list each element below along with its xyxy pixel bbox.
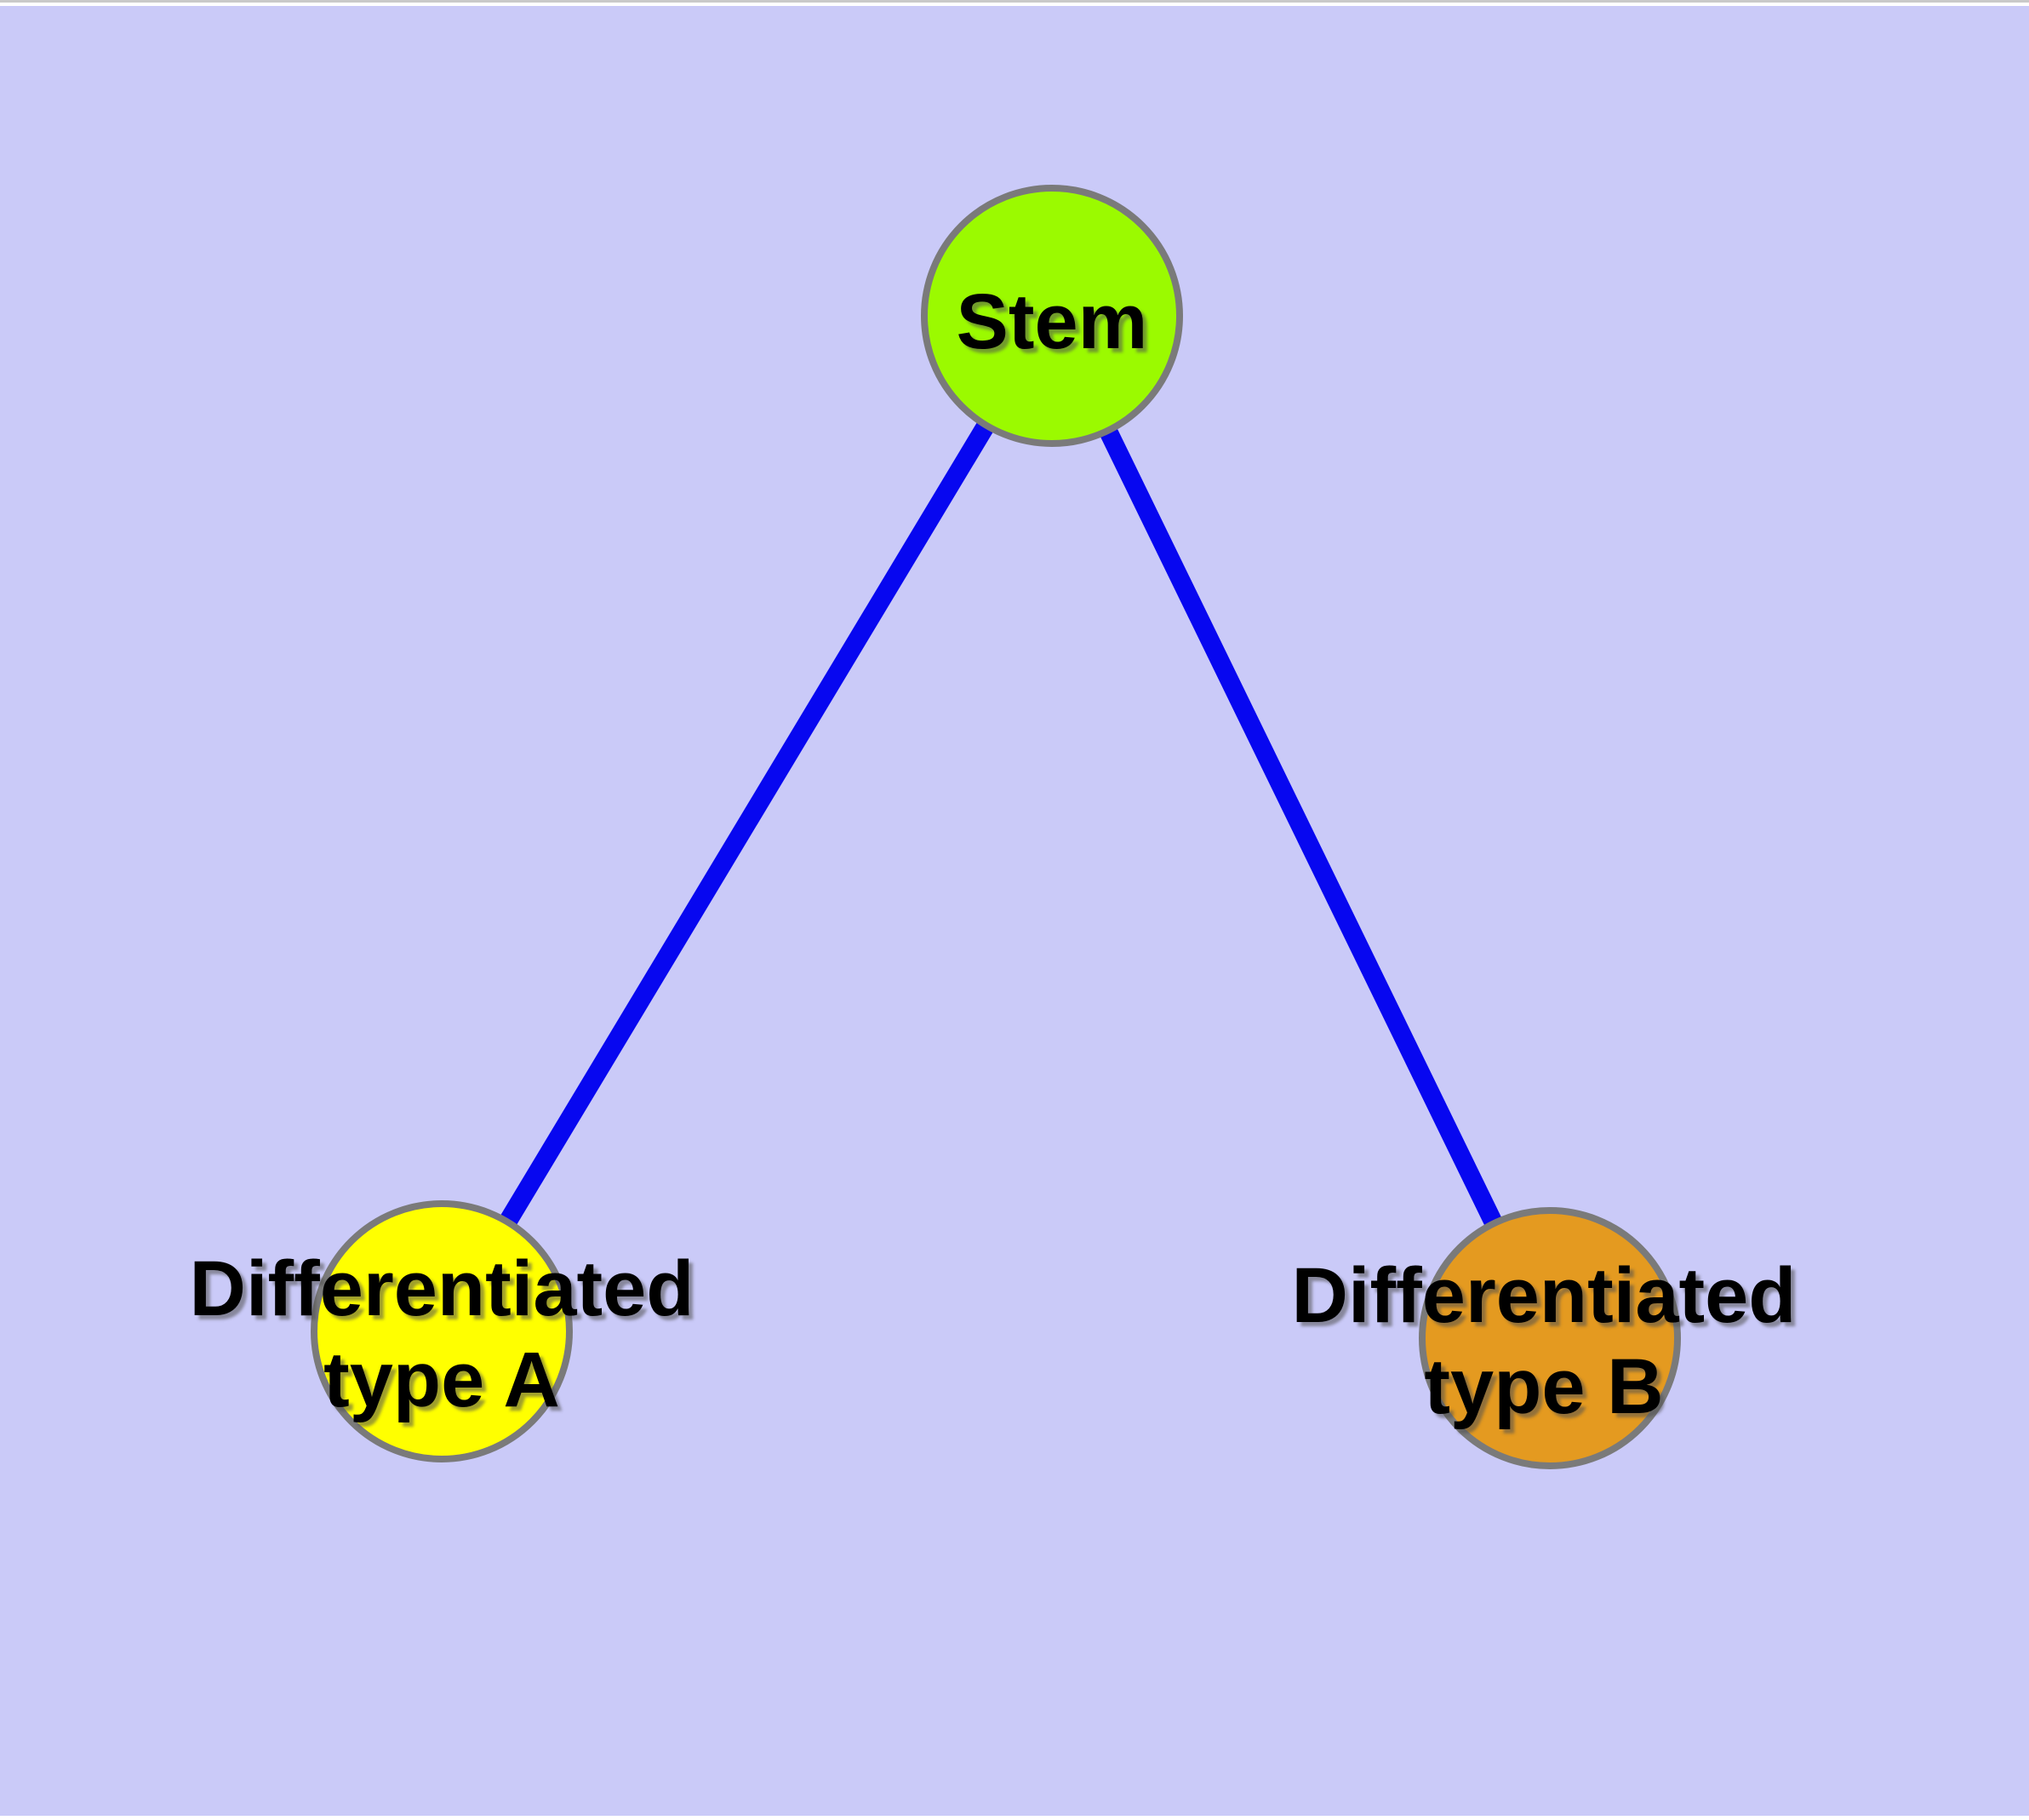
edge-stem-to-type-a (433, 311, 1060, 1336)
node-type-a-circle (311, 1200, 573, 1462)
node-type-b-circle (1419, 1207, 1681, 1469)
top-edge-hairline (0, 0, 2029, 3)
node-type-a-label-line2: type A (323, 1336, 560, 1423)
node-differentiated-type-a: Differentiated type A (190, 1200, 694, 1462)
node-stem-label: Stem (957, 278, 1148, 365)
node-stem: Stem (921, 185, 1183, 447)
node-type-a-label-line1: Differentiated (190, 1245, 694, 1332)
node-type-b-label-line1: Differentiated (1292, 1252, 1797, 1339)
node-stem-circle (921, 185, 1183, 447)
edge-stem-to-type-b (1043, 312, 1558, 1342)
node-type-b-label-line2: type B (1424, 1343, 1663, 1430)
node-differentiated-type-b: Differentiated type B (1292, 1207, 1797, 1469)
